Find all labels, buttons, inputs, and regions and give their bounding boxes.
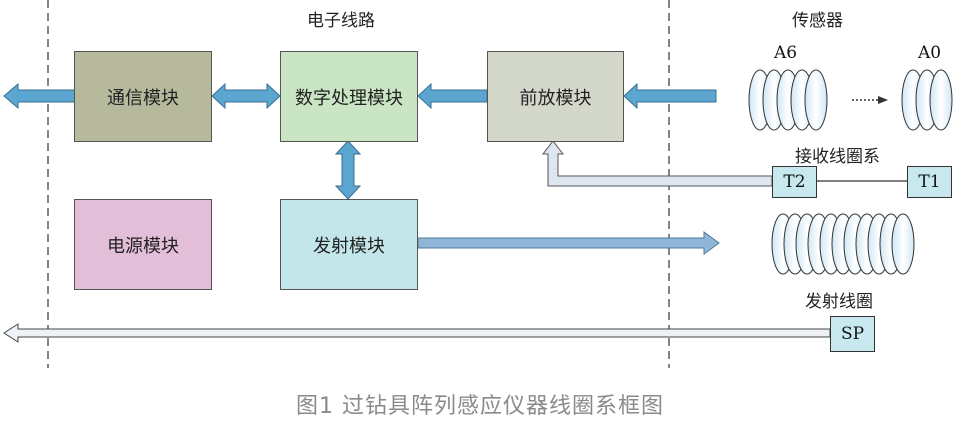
comm-output-arrow: [3, 82, 76, 110]
transmit-to-coil-arrow: [417, 231, 720, 255]
sp-return-arrow: [3, 323, 831, 343]
receiver-coil-a0: [901, 69, 953, 131]
t1-tag: T1: [907, 166, 952, 198]
transmit-coil-label: 发射线圈: [805, 292, 873, 312]
sensor-section-title: 传感器: [792, 11, 843, 31]
comm-dsp-double-arrow: [211, 82, 281, 110]
receiver-coil-a6: [748, 69, 828, 131]
sp-tag: SP: [830, 316, 875, 352]
sensor-to-preamp-arrow: [623, 82, 717, 110]
transmit-coil: [771, 213, 915, 275]
preamp-module: 前放模块: [487, 51, 624, 142]
comm-module: 通信模块: [74, 51, 212, 142]
transmit-module: 发射模块: [280, 199, 418, 290]
coil-a0-label: A0: [918, 43, 942, 63]
dsp-transmit-double-arrow: [334, 140, 362, 200]
dsp-module: 数字处理模块: [280, 51, 418, 142]
preamp-to-dsp-arrow: [417, 82, 488, 110]
power-module: 电源模块: [74, 199, 212, 290]
figure-caption: 图1 过钻具阵列感应仪器线圈系框图: [296, 394, 664, 419]
electronics-section-title: 电子线路: [307, 11, 375, 31]
t2-tag: T2: [772, 166, 817, 198]
receive-coil-system-label: 接收线圈系: [795, 147, 880, 167]
coil-a6-label: A6: [774, 43, 798, 63]
array-continuation-arrow: [852, 96, 888, 104]
t2-to-preamp-arrow: [541, 140, 773, 187]
